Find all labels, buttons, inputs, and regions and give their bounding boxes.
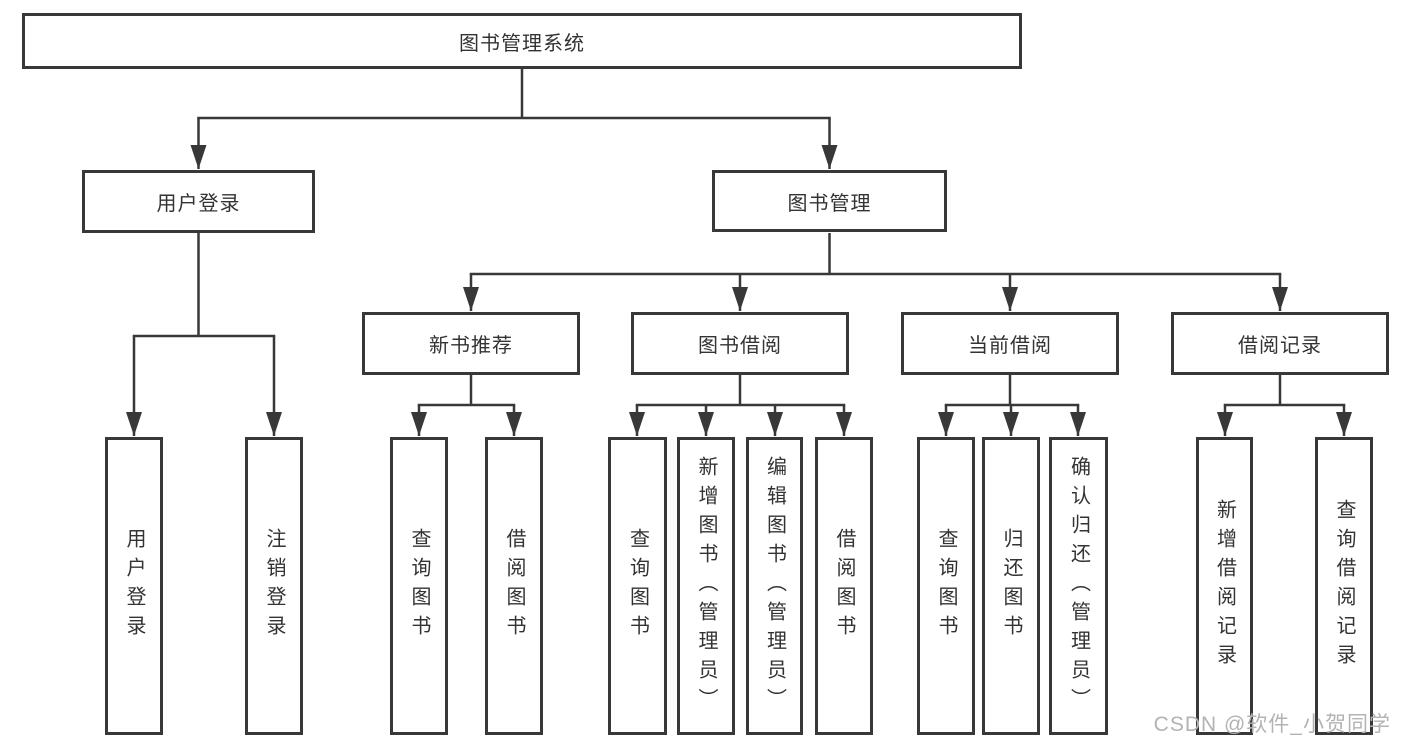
leaf-label: 查询借阅记录 [1333,499,1355,673]
leaf-query-books-recommend: 查询图书 [390,437,448,735]
node-label: 当前借阅 [968,335,1052,357]
leaf-logout: 注销登录 [245,437,303,735]
node-label: 图书借阅 [698,335,782,357]
connector-group [126,69,1352,436]
node-label: 借阅记录 [1238,335,1322,357]
leaf-borrow-books-recommend: 借阅图书 [485,437,543,735]
leaf-label: 新增借阅记录 [1213,499,1236,673]
node-book-management-system: 图书管理系统 [22,13,1022,69]
leaf-add-borrow-record: 新增借阅记录 [1196,437,1253,735]
leaf-label: 借阅图书 [503,528,525,644]
node-new-book-recommend: 新书推荐 [362,312,580,375]
node-label: 新书推荐 [429,335,513,357]
leaf-user-login: 用户登录 [105,437,163,735]
leaf-query-borrow-record: 查询借阅记录 [1315,437,1373,735]
node-label: 图书管理系统 [459,32,585,55]
leaf-label: 用户登录 [123,528,145,644]
leaf-return-books: 归还图书 [982,437,1040,735]
leaf-label: 新增图书（管理员） [695,455,717,717]
leaf-query-books-current: 查询图书 [917,437,975,735]
node-book-borrow: 图书借阅 [631,312,849,375]
node-current-borrow: 当前借阅 [901,312,1119,375]
leaf-label: 归还图书 [1000,528,1022,644]
leaf-edit-book-admin: 编辑图书（管理员） [746,437,803,735]
leaf-label: 查询图书 [408,528,430,644]
node-borrow-record: 借阅记录 [1171,312,1389,375]
leaf-label: 借阅图书 [833,528,855,644]
leaf-label: 注销登录 [263,528,285,644]
leaf-borrow-books: 借阅图书 [815,437,873,735]
leaf-label: 查询图书 [626,528,649,644]
node-book-management: 图书管理 [712,170,947,232]
node-label: 用户登录 [156,193,241,215]
leaf-label: 编辑图书（管理员） [763,455,786,717]
node-label: 图书管理 [787,192,872,215]
leaf-add-book-admin: 新增图书（管理员） [677,437,735,735]
leaf-label: 确认归还（管理员） [1067,455,1090,717]
leaf-label: 查询图书 [935,528,957,644]
node-user-login: 用户登录 [82,170,315,233]
leaf-confirm-return-admin: 确认归还（管理员） [1049,437,1108,735]
watermark: CSDN @软件_小贺同学 [1153,713,1391,736]
leaf-query-books-borrow: 查询图书 [608,437,667,735]
